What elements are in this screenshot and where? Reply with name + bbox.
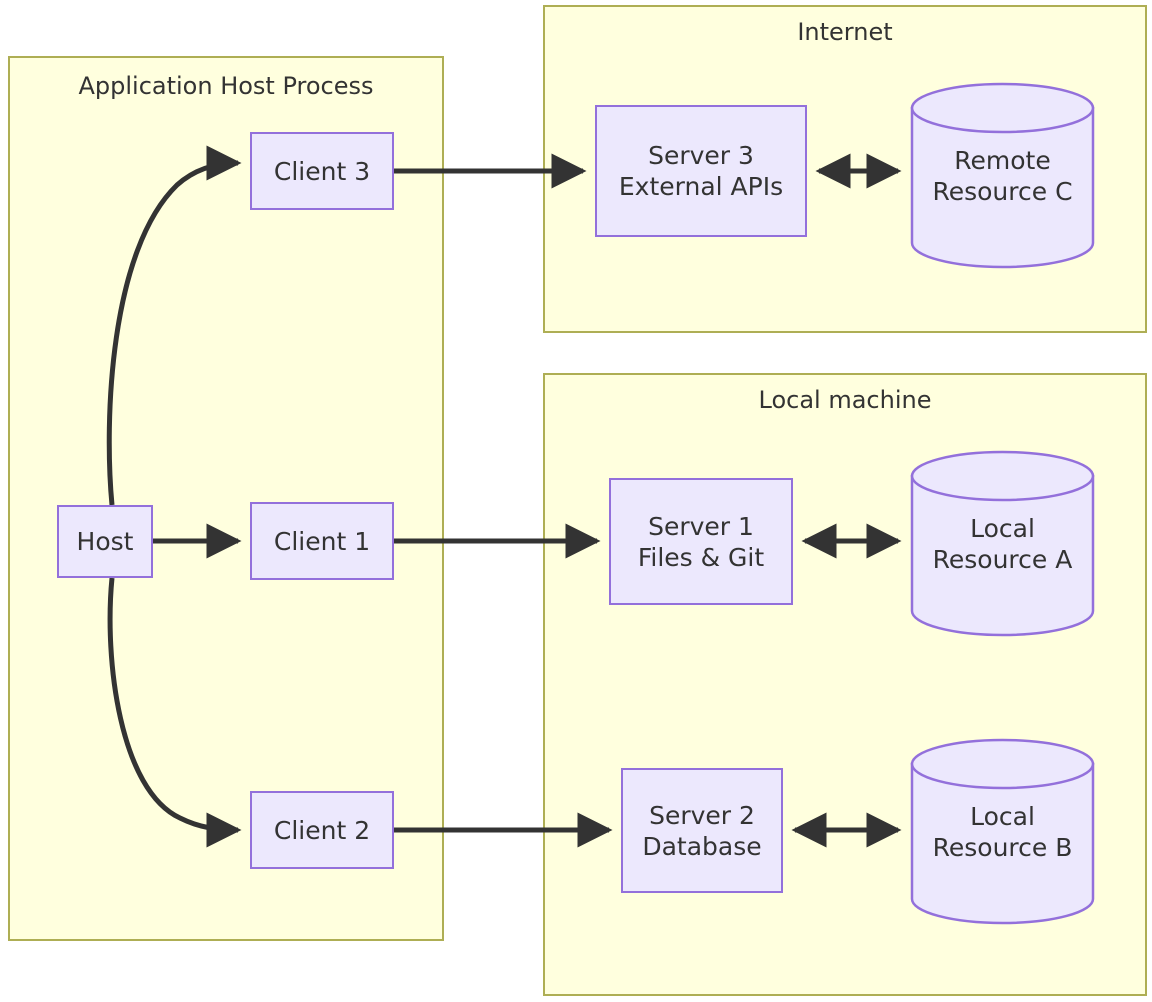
node-server3-label: Server 3 (648, 141, 754, 170)
node-server2-sublabel: Database (642, 831, 762, 861)
node-client3-label: Client 3 (273, 156, 371, 186)
cluster-title-application-host-process: Application Host Process (78, 72, 374, 100)
cylinder-shape-resourceA (910, 450, 1095, 637)
node-server1-label: Server 1 (648, 511, 754, 541)
cluster-title-local-machine: Local machine (758, 386, 932, 414)
node-resourceA[interactable]: Local Resource A (910, 450, 1095, 637)
node-host[interactable]: Host (57, 505, 153, 578)
node-server3-sublabel: External APIs (618, 172, 784, 201)
node-client3[interactable]: Client 3 (250, 132, 394, 210)
node-server3[interactable]: Server 3 External APIs (595, 105, 807, 237)
node-host-label: Host (76, 527, 134, 556)
node-server2[interactable]: Server 2 Database (621, 768, 783, 893)
node-client2-label: Client 2 (273, 815, 371, 845)
node-resourceB[interactable]: Local Resource B (910, 738, 1095, 925)
node-client1[interactable]: Client 1 (250, 502, 394, 580)
node-server1[interactable]: Server 1 Files & Git (609, 478, 793, 605)
node-server2-label: Server 2 (649, 800, 755, 830)
node-resourceC[interactable]: Remote Resource C (910, 82, 1095, 269)
node-client2[interactable]: Client 2 (250, 791, 394, 869)
node-server1-sublabel: Files & Git (637, 542, 765, 572)
node-client1-label: Client 1 (273, 526, 371, 556)
cylinder-shape-resourceC (910, 82, 1095, 269)
cylinder-shape-resourceB (910, 738, 1095, 925)
cluster-title-internet: Internet (797, 18, 893, 46)
